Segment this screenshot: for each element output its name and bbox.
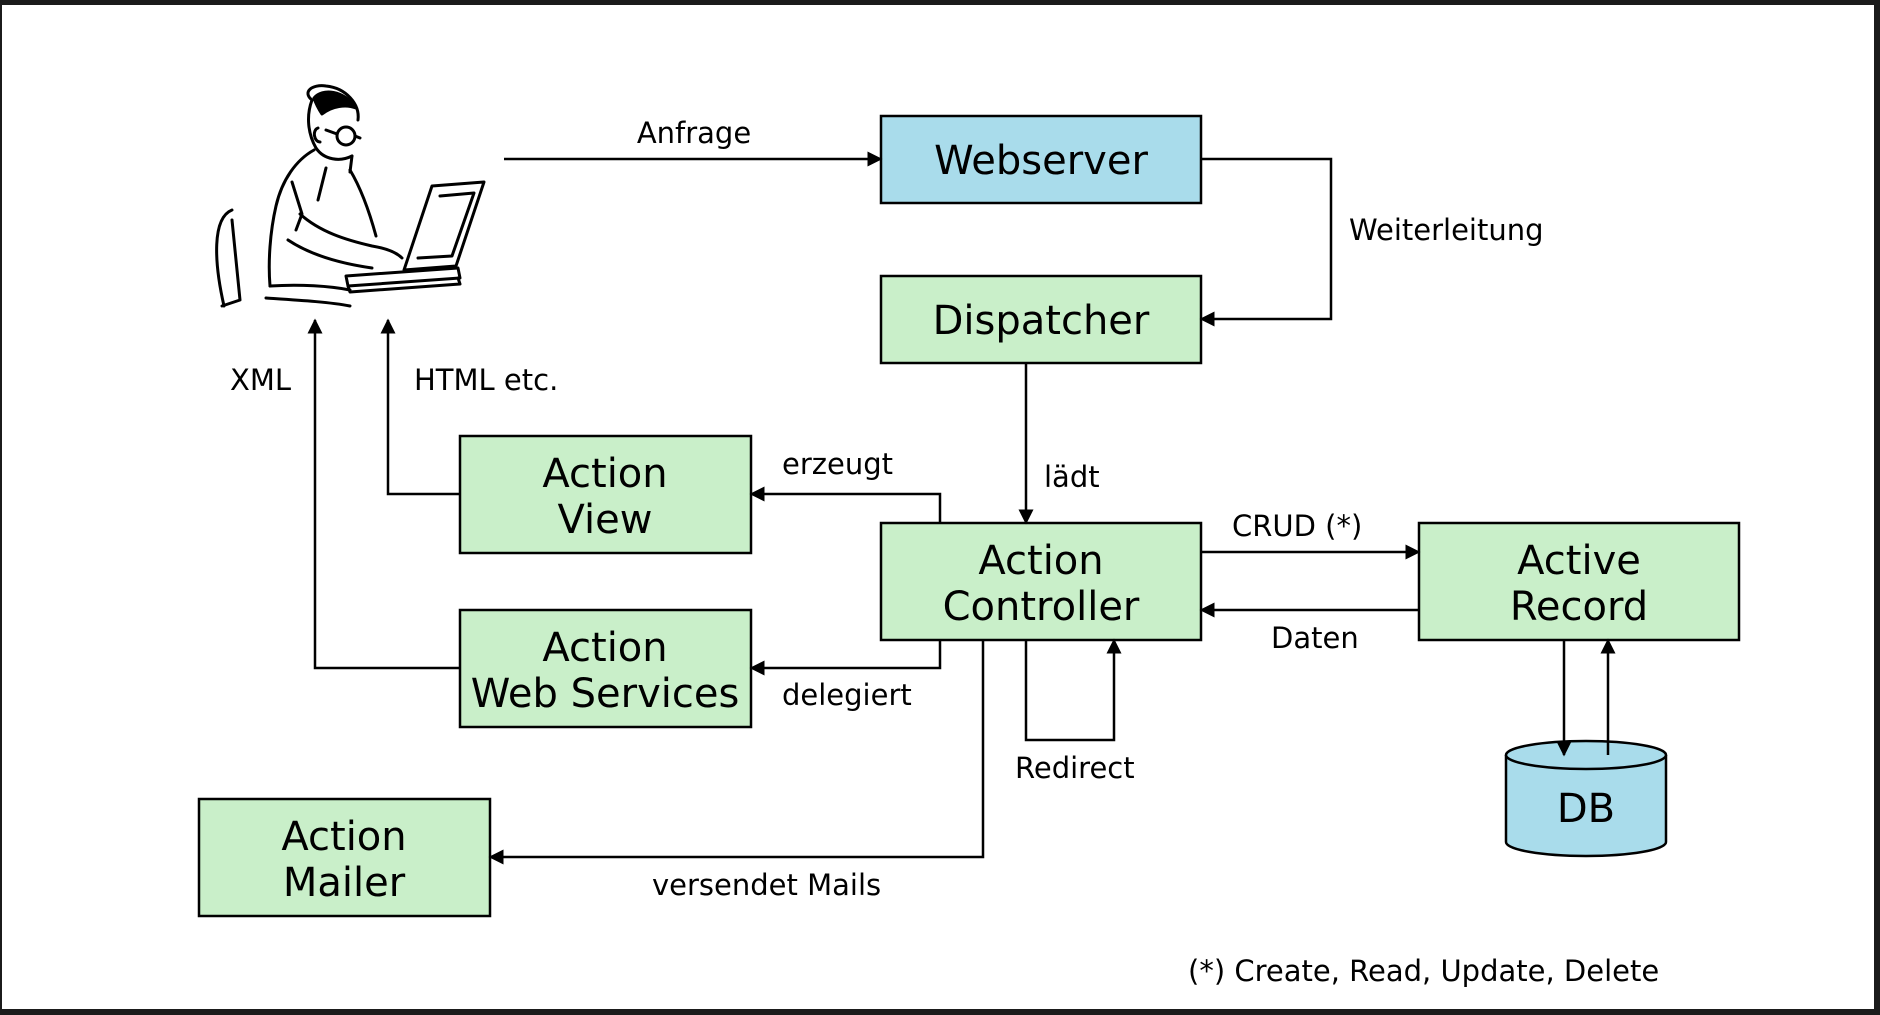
dispatcher-label: Dispatcher (933, 298, 1150, 344)
action-mailer-label-line1: Action (281, 814, 406, 860)
redirect-label: Redirect (1015, 751, 1135, 785)
dispatcher-box (879, 274, 1203, 365)
action-mailer-label-line2: Mailer (283, 860, 406, 906)
webserver-box (879, 114, 1203, 205)
xml-label: XML (230, 363, 291, 397)
user-at-laptop-icon (215, 84, 486, 308)
delegiert-label: delegiert (782, 678, 912, 712)
active-record-label-line1: Active (1517, 538, 1641, 584)
daten-label: Daten (1271, 621, 1359, 655)
weiterleitung-label: Weiterleitung (1349, 213, 1544, 247)
action-controller-box (879, 521, 1203, 642)
action-view-label-line1: Action (542, 451, 667, 497)
laedt-label: lädt (1044, 460, 1100, 494)
versendet-mails-arrow (488, 640, 985, 865)
html-etc-label: HTML etc. (414, 363, 558, 397)
action-controller-label-line2: Controller (943, 584, 1140, 630)
html-etc-arrow (380, 318, 460, 496)
action-web-services-label-line2: Web Services (471, 671, 740, 717)
action-controller-label-line1: Action (978, 538, 1103, 584)
db-label: DB (1557, 786, 1615, 832)
db-cylinder (1504, 739, 1668, 858)
redirect-arrow (1024, 638, 1122, 742)
delegiert-arrow (749, 640, 942, 676)
action-view-label-line2: View (558, 497, 653, 543)
footnote: (*) Create, Read, Update, Delete (1188, 954, 1659, 988)
weiterleitung-arrow (1199, 157, 1333, 327)
action-web-services-label-line1: Action (542, 625, 667, 671)
crud-label: CRUD (*) (1232, 509, 1362, 543)
anfrage-label: Anfrage (637, 116, 751, 150)
erzeugt-label: erzeugt (782, 447, 893, 481)
xml-arrow (307, 318, 460, 670)
action-web-services-box (458, 608, 753, 729)
webserver-label: Webserver (934, 138, 1148, 184)
active-record-label-line2: Record (1510, 584, 1648, 630)
active-record-box (1417, 521, 1741, 642)
versendet-mails-label: versendet Mails (652, 868, 881, 902)
erzeugt-arrow (749, 486, 942, 523)
